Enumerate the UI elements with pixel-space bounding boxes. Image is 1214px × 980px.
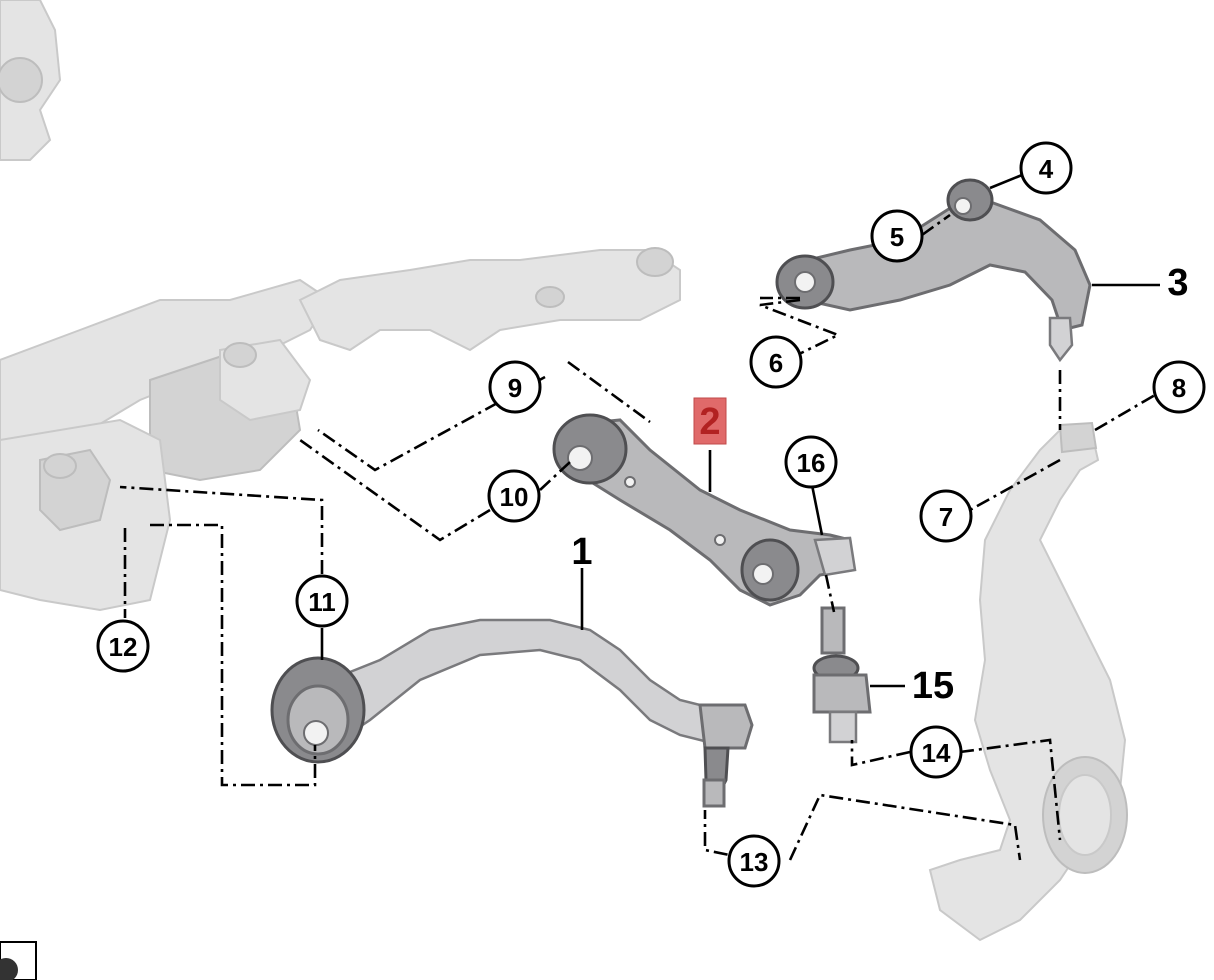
steering-knuckle-ghost: [928, 421, 1128, 942]
part-label-15: 15: [912, 665, 954, 707]
callout-7-text: 7: [939, 502, 953, 532]
callout-10: 10: [487, 469, 541, 523]
hub-ghost: [0, 0, 62, 161]
callout-13-text: 13: [740, 847, 769, 877]
callout-6-text: 6: [769, 348, 783, 378]
callout-16-text: 16: [797, 448, 826, 478]
leader-lines: [119, 173, 1160, 862]
callout-11-text: 11: [308, 587, 336, 617]
callout-5: 5: [870, 209, 924, 263]
upper-control-arm: [775, 178, 1092, 363]
callout-4: 4: [1019, 141, 1073, 195]
subframe-ghost: [0, 247, 681, 612]
callout-14: 14: [909, 725, 963, 779]
callout-8-text: 8: [1172, 373, 1186, 403]
callout-6: 6: [749, 335, 803, 389]
part-label-2-highlight: 2: [693, 397, 727, 445]
part-label-1: 1: [571, 531, 592, 573]
part-label-3: 3: [1167, 262, 1188, 304]
callout-5-text: 5: [890, 222, 904, 252]
part-label-2: 2: [699, 401, 720, 443]
lower-front-control-arm: [270, 618, 754, 808]
callout-16: 16: [784, 435, 838, 489]
callout-12: 12: [96, 619, 150, 673]
corner-icon: [0, 941, 37, 980]
ball-joint-link: [812, 606, 872, 744]
callout-8: 8: [1152, 360, 1206, 414]
callout-10-text: 10: [500, 482, 529, 512]
callout-9-text: 9: [508, 373, 522, 403]
callout-12-text: 12: [109, 632, 138, 662]
callout-4-text: 4: [1039, 154, 1054, 184]
callout-14-text: 14: [922, 738, 951, 768]
callout-11: 11: [295, 574, 349, 628]
lower-control-arm-highlighted: [552, 413, 857, 607]
callout-7: 7: [919, 489, 973, 543]
callout-13: 13: [727, 834, 781, 888]
callout-9: 9: [488, 360, 542, 414]
